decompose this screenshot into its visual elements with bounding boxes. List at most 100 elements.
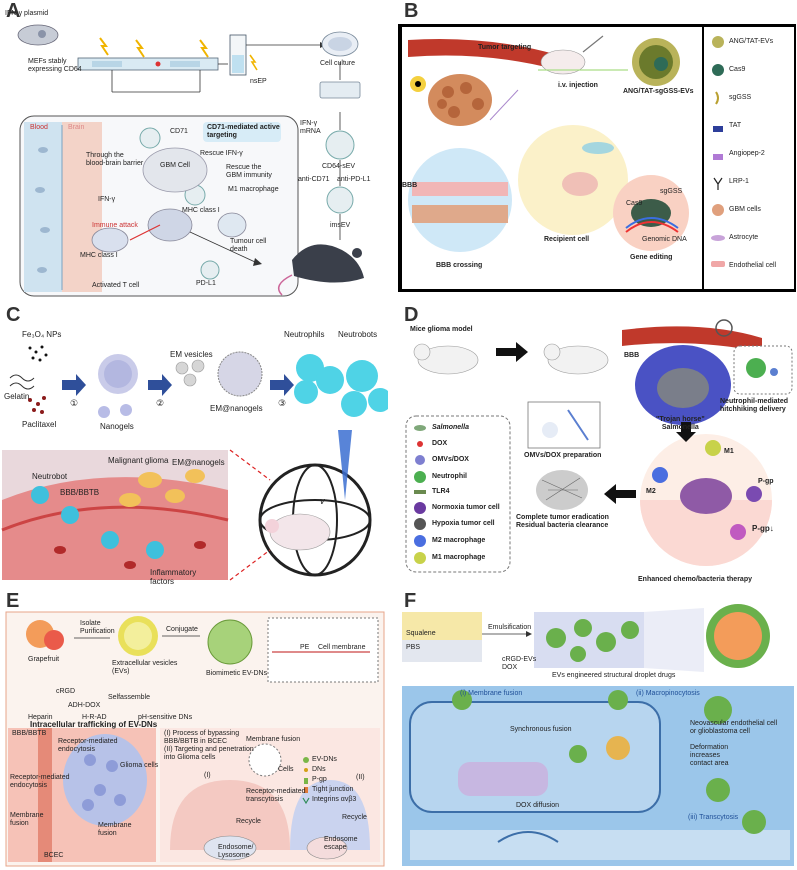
- panel-c: C Fe₃O₄ NPs Gelatin Paclitaxel Nanogels …: [0, 300, 388, 590]
- e-i: (I): [204, 772, 211, 779]
- f-deform: Deformation increases contact area: [690, 744, 729, 768]
- mhc2-label: MHC class I: [80, 252, 118, 259]
- b-legend-item: Cas9: [729, 66, 746, 73]
- e-bcec: BCEC: [44, 852, 64, 859]
- c-bbb: BBB/BBTB: [60, 488, 100, 497]
- f-neo: Neovascular endothelial cell or glioblas…: [690, 720, 778, 736]
- e-legend1: EV-DNs: [312, 756, 337, 763]
- e-selfassemble: Selfassemble: [108, 694, 151, 701]
- blood-label: Blood: [30, 124, 48, 131]
- panel-e: E Grapefruit: [0, 590, 388, 870]
- immune-label: Immune attack: [92, 222, 138, 229]
- mhc1-label: MHC class I: [182, 207, 220, 214]
- e-process: (I) Process of bypassing BBB/BBTB in BCE…: [164, 730, 254, 762]
- imsev-label: imsEV: [330, 222, 351, 229]
- e-intra: Intracellular trafficking of EV-DNs: [30, 720, 158, 729]
- e-ph-dns: pH-sensitive DNs: [138, 714, 193, 721]
- f-pbs: PBS: [406, 644, 421, 651]
- panel-e-label: E: [6, 590, 20, 612]
- anti-pdl1-label: anti-PD-L1: [337, 176, 371, 183]
- e-fusion: Membrane fusion: [246, 736, 301, 743]
- d-omv-prep: OMVs/DOX preparation: [524, 452, 602, 459]
- e-cells: Cells: [278, 766, 294, 773]
- b-legend-item: Astrocyte: [729, 234, 759, 241]
- c-em-vesicles: EM vesicles: [170, 350, 213, 359]
- panel-d-graphics: [405, 319, 793, 573]
- e-transcytosis: Receptor-mediated transcytosis: [246, 788, 306, 804]
- panel-a: A IFN-γ plasmid MEFs stably expressing C…: [0, 0, 388, 300]
- f-sync: Synchronous fusion: [510, 726, 572, 733]
- death-label: Tumour cell death: [230, 238, 267, 254]
- e-grapefruit: Grapefruit: [28, 656, 60, 663]
- panel-b-label: B: [404, 0, 419, 22]
- pdl1-label: PD-L1: [196, 280, 216, 287]
- c-glioma: Malignant glioma: [108, 456, 169, 465]
- e-mfusion: Membrane fusion: [10, 812, 44, 828]
- f-drugs: EVs engineered structural droplet drugs: [552, 672, 676, 679]
- panel-f-label: F: [404, 590, 417, 612]
- culture-label: Cell culture: [320, 60, 356, 67]
- b-legend-item: LRP-1: [729, 178, 749, 185]
- b-legend-item: GBM cells: [729, 206, 761, 213]
- b-editing: Gene editing: [630, 254, 673, 261]
- e-rme1: Receptor-mediated endocytosis: [58, 738, 118, 754]
- f-crgd: cRGD-EVs: [502, 656, 537, 663]
- e-glioma: Glioma cells: [120, 762, 159, 769]
- e-heparin: Heparin: [28, 714, 53, 721]
- e-conjugate: Conjugate: [166, 626, 198, 633]
- rescue-ifn-label: Rescue IFN-γ: [200, 150, 243, 157]
- panel-a-label: A: [6, 0, 21, 22]
- f-trans: (iii) Transcytosis: [688, 814, 739, 821]
- f-macro: (ii) Macropinocytosis: [636, 690, 700, 697]
- d-legend-item: TLR4: [432, 488, 450, 495]
- e-bbb: BBB/BBTB: [12, 730, 47, 737]
- cd71-label: CD71: [170, 128, 188, 135]
- panel-e-graphics: [5, 611, 385, 867]
- c-neutrobots: Neutrobots: [338, 330, 378, 339]
- cd71-title: CD71-mediated active targeting: [207, 124, 280, 140]
- d-legend-item: M1 macrophage: [432, 554, 486, 561]
- c-gelatin: Gelatin: [4, 392, 30, 401]
- e-recycle1: Recycle: [236, 818, 261, 825]
- panel-b: B: [398, 0, 797, 300]
- e-rme2: Receptor-mediated endocytosis: [10, 774, 70, 790]
- c-v: v: [320, 496, 325, 506]
- mefs-label: MEFs stably expressing CD64: [28, 58, 82, 74]
- b-sg: sgGSS: [660, 188, 683, 195]
- c-step1: ①: [70, 398, 79, 408]
- c-paclitaxel: Paclitaxel: [22, 420, 57, 429]
- d-erad: Complete tumor eradication Residual bact…: [516, 514, 609, 530]
- d-m2: M2: [646, 488, 656, 495]
- b-legend-item: TAT: [729, 122, 742, 129]
- c-step2: ②: [156, 398, 165, 408]
- b-legend-item: Endothelial cell: [729, 262, 777, 269]
- b-evs: ANG/TAT-sgGSS-EVs: [623, 88, 694, 95]
- e-pe: PE: [300, 644, 310, 651]
- c-fe3o4: Fe₃O₄ NPs: [22, 330, 62, 339]
- e-legend4: Tight junction: [312, 786, 354, 793]
- c-neutrophils: Neutrophils: [284, 330, 325, 339]
- anti-cd71-label: anti-CD71: [298, 176, 330, 183]
- panel-d-label: D: [404, 304, 419, 326]
- d-model: Mice glioma model: [410, 326, 473, 333]
- d-legend-item: DOX: [432, 440, 448, 447]
- c-step3: ③: [278, 398, 287, 408]
- e-ii: (II): [356, 774, 365, 781]
- plasmid-label: IFN-γ plasmid: [5, 10, 49, 17]
- b-recipient: Recipient cell: [544, 236, 590, 243]
- b-iv: i.v. injection: [558, 82, 598, 89]
- panel-d: D Mice glioma model BBB "Trojan horse" S…: [398, 300, 797, 590]
- d-legend-item: M2 macrophage: [432, 537, 486, 544]
- ifn-label: IFN-γ: [98, 196, 116, 203]
- b-legend-item: sgGSS: [729, 94, 752, 101]
- c-em-nanogels: EM@nanogels: [210, 404, 263, 413]
- e-isolate: Isolate Purification: [80, 620, 115, 636]
- b-dna: Genomic DNA: [642, 236, 687, 243]
- e-adh-dox: ADH-DOX: [68, 702, 101, 709]
- e-legend2: DNs: [312, 766, 326, 773]
- b-bbb: BBB: [402, 182, 418, 189]
- e-hra: H-R-AD: [82, 714, 107, 721]
- panel-b-graphics: [402, 27, 794, 289]
- bbb-label: Through the blood-brain barrier: [86, 152, 144, 168]
- rescue-gbm-label: Rescue the GBM immunity: [226, 164, 272, 180]
